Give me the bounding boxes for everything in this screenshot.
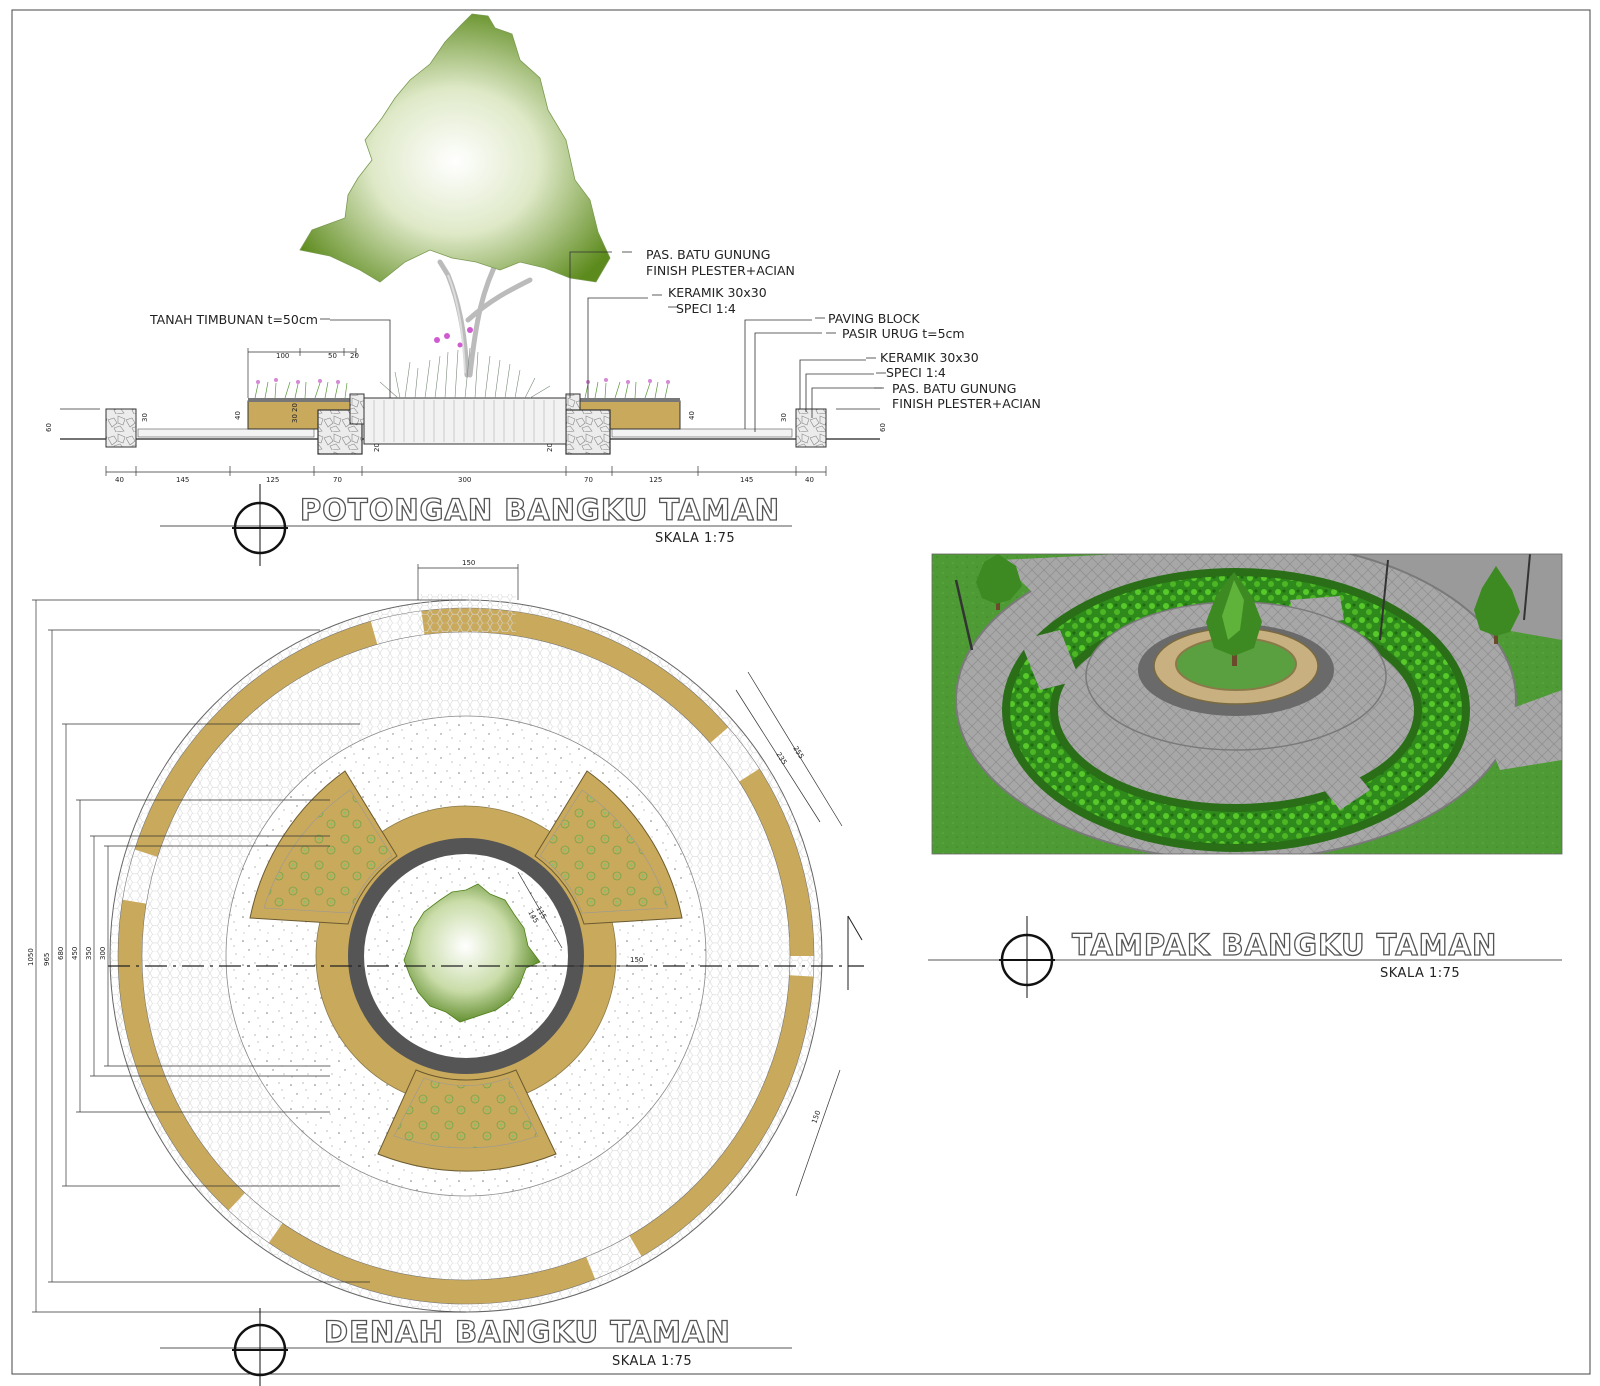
dim-vert-9: 60 [879,423,887,432]
label-speci-2: SPECI 1:4 [886,365,946,380]
plan-dim-left-3: 450 [71,947,79,960]
section-tree [299,13,611,378]
plan-dim-left-1: 965 [43,953,51,966]
dim-bottom-7: 145 [740,476,753,484]
plan-dim-left-2: 680 [57,947,65,960]
section-scale: SKALA 1:75 [655,531,735,546]
plan-dim-right-2: 150 [810,1109,822,1124]
label-pas-batu-1: PAS. BATU GUNUNG [646,247,770,262]
section-title: POTONGAN BANGKU TAMAN [300,493,780,527]
dim-top-2: 20 [350,352,359,360]
label-pas-batu-2: PAS. BATU GUNUNG [892,381,1016,396]
plan-scale: SKALA 1:75 [612,1354,692,1369]
dim-vert-6: 20 [546,443,554,452]
label-pasir: PASIR URUG t=5cm [842,326,965,341]
plan-dim-left-0: 1050 [27,948,35,966]
view-tree-right [1474,566,1520,644]
label-paving: PAVING BLOCK [828,311,920,326]
plan-tree-canopy [403,883,541,1023]
dim-bottom-1: 145 [176,476,189,484]
plan-dim-right-1: 235 [774,751,788,767]
view-scale: SKALA 1:75 [1380,966,1460,981]
dim-bottom-4: 300 [458,476,471,484]
dim-vert-4: 20 [291,403,299,412]
label-finish-1: FINISH PLESTER+ACIAN [646,263,795,278]
view-tree-left [976,554,1022,610]
plan-dim-inner-2: 150 [630,956,643,964]
dim-vert-2: 40 [234,411,242,420]
dim-bottom-8: 40 [805,476,814,484]
label-keramik-2: KERAMIK 30x30 [880,350,979,365]
sheet-border [11,9,1591,1375]
plan-title: DENAH BANGKU TAMAN [324,1315,731,1349]
dim-vert-0: 60 [45,423,53,432]
dim-bottom-0: 40 [115,476,124,484]
view-tree-center [1206,572,1262,666]
label-keramik-1: KERAMIK 30x30 [668,285,767,300]
plan-dim-right-0: 255 [791,745,805,761]
dim-bottom-3: 70 [333,476,342,484]
dim-vert-3: 30 [291,414,299,423]
plan-dim-left-5: 300 [99,947,107,960]
dim-bottom-2: 125 [266,476,279,484]
section-drawing: PAS. BATU GUNUNG FINISH PLESTER+ACIAN KE… [45,13,1041,566]
dim-vert-8: 30 [780,413,788,422]
dim-vert-5: 20 [373,443,381,452]
dim-top-0: 100 [276,352,289,360]
plan-planters [249,770,683,1172]
dim-vert-1: 30 [141,413,149,422]
dim-bottom-6: 125 [649,476,662,484]
label-tanah: TANAH TIMBUNAN t=50cm [149,312,318,327]
dim-vert-7: 40 [688,411,696,420]
plan-dim-top: 150 [462,559,475,567]
plan-drawing: 150 1050 965 680 450 350 300 255 235 150… [27,559,864,1386]
label-finish-2: FINISH PLESTER+ACIAN [892,396,1041,411]
view-title: TAMPAK BANGKU TAMAN [1072,928,1497,962]
dim-top-1: 50 [328,352,337,360]
dim-bottom-5: 70 [584,476,593,484]
plan-dim-left-4: 350 [85,947,93,960]
view-render: TAMPAK BANGKU TAMAN SKALA 1:75 [928,553,1563,998]
label-speci-1: SPECI 1:4 [676,301,736,316]
